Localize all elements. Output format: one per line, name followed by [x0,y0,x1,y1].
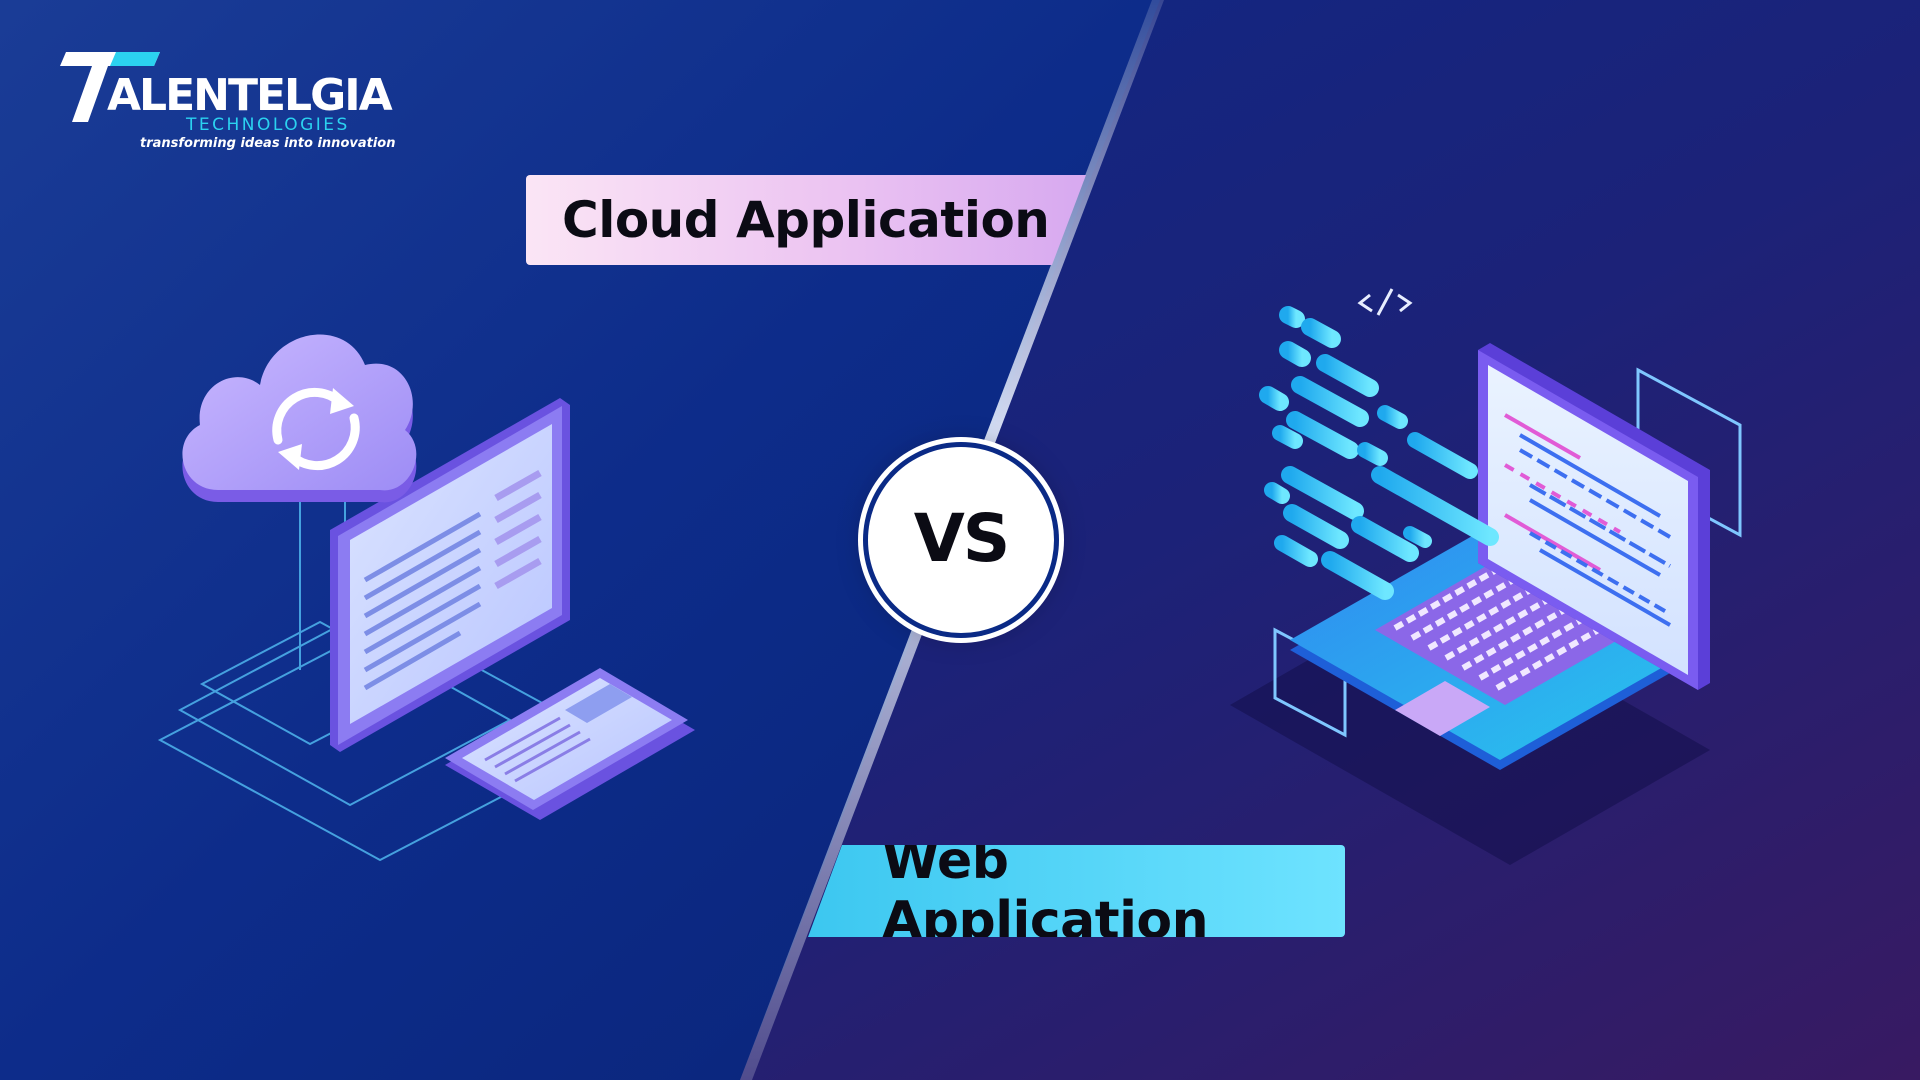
code-brackets-icon [1357,288,1413,316]
vs-badge: VS [868,447,1054,633]
cloud-application-label: Cloud Application [526,175,1086,265]
laptop-code-illustration [1230,288,1742,865]
web-application-label: Web Application [808,845,1345,937]
vs-text: VS [913,499,1011,577]
talentelgia-t-logo-icon [60,52,160,122]
brand-tagline: transforming ideas into innovation [140,136,396,151]
cloud-devices-illustration [157,334,695,862]
touchpad [1395,681,1490,736]
floating-code-pills [1259,306,1499,600]
tablet-icon [330,398,570,752]
code-lines [1503,413,1672,627]
brand-subtitle: TECHNOLOGIES [186,115,350,135]
brand-name: ALENTELGIA [107,70,393,121]
cloud-sync-icon [182,334,417,503]
phone-icon [445,668,695,820]
keyboard [1393,562,1609,691]
brand-logo[interactable]: ALENTELGIA TECHNOLOGIES transforming ide… [60,50,395,160]
